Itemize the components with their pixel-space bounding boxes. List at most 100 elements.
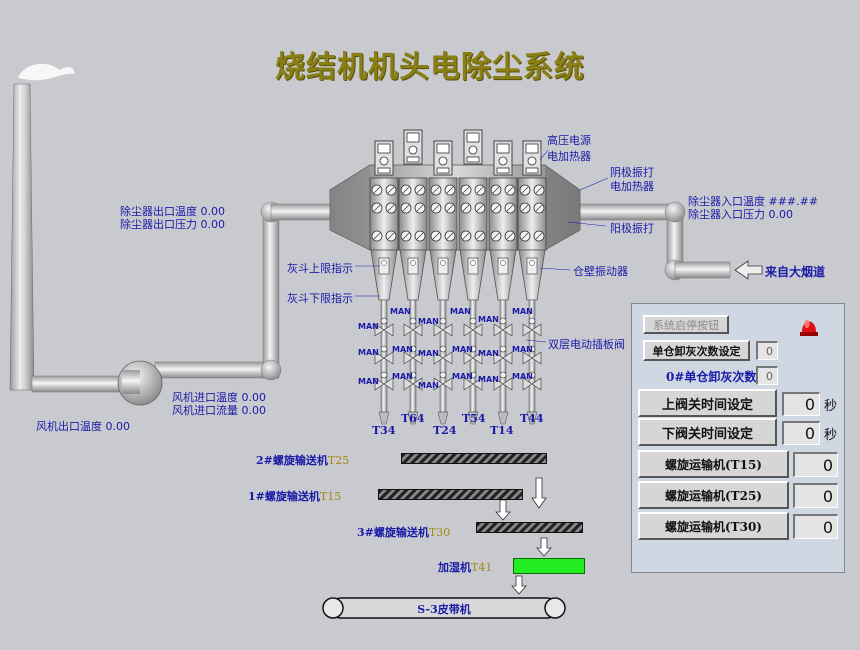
screw-conveyor-1	[378, 489, 523, 500]
man-mode-label: MAN	[392, 372, 413, 381]
man-mode-label: MAN	[452, 345, 473, 354]
from-flue-label: 来自大烟道	[765, 265, 826, 279]
man-mode-label: MAN	[452, 372, 473, 381]
valve-icon[interactable]	[433, 317, 453, 337]
valve-icon[interactable]	[374, 317, 394, 337]
belt-label: S-3皮带机	[417, 603, 471, 616]
hopper-high-label: 灰斗上限指示	[287, 262, 353, 275]
man-mode-label: MAN	[418, 317, 439, 326]
valve-tag-label: T54	[462, 412, 486, 425]
man-mode-label: MAN	[478, 315, 499, 324]
screw-t25-value: 0	[793, 483, 838, 508]
hopper	[518, 249, 546, 425]
upper-valve-time-value[interactable]: 0	[782, 392, 820, 416]
hv-power-unit	[458, 129, 488, 251]
valve-tag-label: T14	[490, 424, 514, 437]
screw-t15-button[interactable]: 螺旋运输机(T15)	[638, 450, 789, 478]
man-mode-label: MAN	[512, 372, 533, 381]
conveyor-1-label: 1#螺旋输送机T15	[248, 490, 342, 503]
outlet-pressure-readout: 除尘器出口压力 0.00	[120, 218, 225, 231]
hv-power-label: 高压电源	[547, 134, 591, 147]
valve-icon[interactable]	[433, 371, 453, 391]
man-mode-label: MAN	[450, 307, 471, 316]
man-mode-label: MAN	[512, 307, 533, 316]
chimney-icon	[9, 63, 75, 391]
hopper	[399, 249, 427, 425]
screw-t15-value: 0	[793, 452, 838, 477]
valve-icon[interactable]	[522, 317, 542, 337]
man-mode-label: MAN	[418, 381, 439, 390]
hopper-low-label: 灰斗下限指示	[287, 292, 353, 305]
valve-tag-label: T64	[401, 412, 425, 425]
valve-tag-label: T34	[372, 424, 396, 437]
red-alarm-light-icon	[798, 312, 820, 338]
upper-valve-close-time-button[interactable]: 上阀关时间设定	[638, 389, 777, 417]
inlet-pressure-readout: 除尘器入口压力 0.00	[688, 208, 793, 221]
bin0-count-value: 0	[756, 366, 778, 385]
double-valve-label: 双层电动插板阀	[548, 338, 625, 351]
outlet-temp-readout: 除尘器出口温度 0.00	[120, 205, 225, 218]
bin-vibrator-label: 仓壁振动器	[573, 265, 628, 278]
conveyor-3-label: 3#螺旋输送机T30	[357, 526, 451, 539]
man-mode-label: MAN	[358, 377, 379, 386]
man-mode-label: MAN	[358, 322, 379, 331]
cathode-heater-label: 电加热器	[610, 180, 654, 193]
single-bin-count-value[interactable]: 0	[756, 341, 778, 360]
page-title: 烧结机机头电除尘系统	[275, 50, 585, 85]
inlet-temp-readout: 除尘器入口温度 ###.##	[688, 195, 819, 208]
valve-icon[interactable]	[493, 345, 513, 365]
humidifier-status	[513, 558, 585, 574]
screw-conveyor-3	[476, 522, 583, 533]
hopper	[429, 249, 457, 425]
man-mode-label: MAN	[478, 375, 499, 384]
man-mode-label: MAN	[512, 345, 533, 354]
lower-valve-time-value[interactable]: 0	[782, 421, 820, 445]
system-start-stop-button[interactable]: 系统启停按钮	[643, 315, 729, 334]
valve-icon[interactable]	[403, 371, 423, 391]
screw-t30-value: 0	[793, 514, 838, 539]
hopper	[489, 249, 517, 425]
man-mode-label: MAN	[390, 307, 411, 316]
man-mode-label: MAN	[358, 348, 379, 357]
anode-rapping-label: 阳极振打	[610, 222, 654, 235]
valve-icon[interactable]	[374, 371, 394, 391]
lower-valve-unit: 秒	[824, 428, 838, 443]
hv-power-unit	[398, 129, 428, 251]
hv-power-unit	[488, 140, 518, 251]
hv-power-unit	[369, 140, 399, 251]
belt-conveyor	[322, 597, 566, 619]
cathode-rapping-label: 阴极振打	[610, 166, 654, 179]
valve-icon[interactable]	[463, 371, 483, 391]
valve-icon[interactable]	[463, 345, 483, 365]
valve-tag-label: T24	[433, 424, 457, 437]
screw-conveyor-2	[401, 453, 547, 464]
bin0-count-label: 0#单仓卸灰次数	[666, 370, 757, 384]
valve-icon[interactable]	[522, 345, 542, 365]
screw-t25-button[interactable]: 螺旋运输机(T25)	[638, 481, 789, 509]
valve-icon[interactable]	[522, 371, 542, 391]
hopper	[459, 249, 487, 425]
single-bin-count-set-button[interactable]: 单仓卸灰次数设定	[643, 340, 750, 361]
humidifier-label: 加湿机T41	[438, 561, 493, 574]
hopper	[370, 249, 398, 425]
man-mode-label: MAN	[418, 349, 439, 358]
valve-icon[interactable]	[403, 345, 423, 365]
valve-icon[interactable]	[374, 345, 394, 365]
lower-valve-close-time-button[interactable]: 下阀关时间设定	[638, 418, 777, 446]
screw-t30-button[interactable]: 螺旋运输机(T30)	[638, 512, 789, 540]
hv-power-unit	[428, 140, 458, 251]
valve-icon[interactable]	[493, 371, 513, 391]
valve-icon[interactable]	[433, 345, 453, 365]
valve-icon[interactable]	[403, 317, 423, 337]
valve-icon[interactable]	[493, 317, 513, 337]
control-panel: 系统启停按钮 单仓卸灰次数设定 0 0#单仓卸灰次数 0 上阀关时间设定 0 秒…	[631, 303, 845, 573]
fan-icon	[117, 360, 163, 406]
valve-icon[interactable]	[463, 317, 483, 337]
electric-heater-label: 电加热器	[547, 150, 591, 163]
upper-valve-unit: 秒	[824, 399, 838, 414]
fan-inlet-temp-readout: 风机进口温度 0.00	[172, 391, 266, 404]
valve-tag-label: T44	[520, 412, 544, 425]
man-mode-label: MAN	[478, 349, 499, 358]
man-mode-label: MAN	[392, 345, 413, 354]
